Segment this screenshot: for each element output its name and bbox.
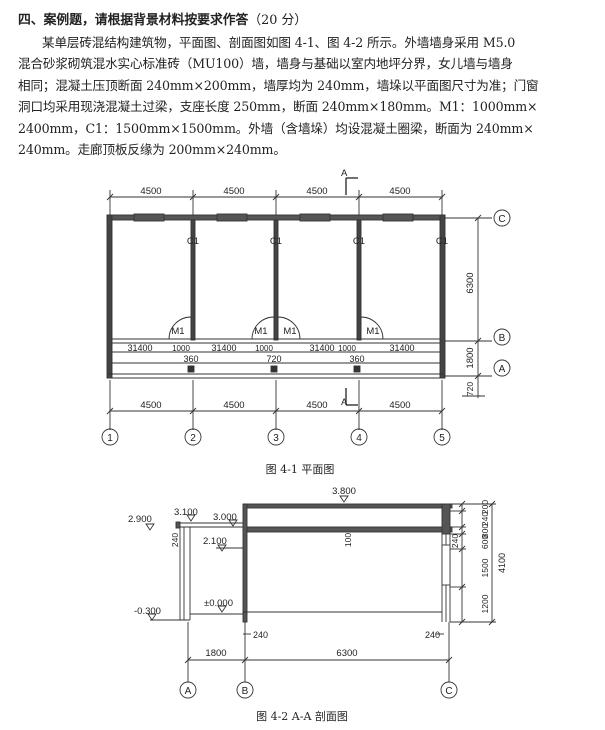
pier-dim: 360 — [183, 354, 198, 364]
inner-dim: 1000 — [338, 344, 356, 353]
question-line: 240mm。走廊顶板反缘为 200mm×240mm。 — [18, 142, 286, 157]
elevation-label: 3.100 — [174, 507, 198, 518]
dim-label: 4500 — [389, 186, 410, 197]
section-caption: 图 4-2 A-A 剖面图 — [256, 709, 348, 723]
total-height: 4100 — [497, 553, 507, 573]
wall-dim: 240 — [253, 630, 268, 640]
height-dim: 800 — [480, 524, 490, 538]
axis-label: B — [499, 333, 506, 344]
axis-label: A — [499, 364, 506, 375]
section-mark-label: A — [341, 397, 348, 408]
dim-label: 4500 — [223, 186, 244, 197]
inner-dim: 31400 — [211, 343, 236, 353]
question-score: （20 分） — [248, 13, 308, 28]
pier-dim: 720 — [266, 354, 281, 364]
question-line: 洞口均采用现浇混凝土过梁，支座长度 250mm，断面 240mm×180mm。M… — [18, 99, 538, 114]
axis-label: 5 — [439, 433, 445, 444]
axis-label: 4 — [356, 433, 362, 444]
dim-label: 6300 — [465, 272, 476, 293]
inner-dim: 1000 — [172, 344, 190, 353]
axis-bubble — [179, 681, 197, 699]
door-label: M1 — [366, 326, 379, 337]
elevation-label: 2.900 — [128, 514, 152, 525]
axis-label: 1 — [107, 433, 113, 444]
height-dim: 600 — [480, 535, 490, 549]
axis-bubble — [350, 428, 368, 446]
height-dim: 240 — [480, 512, 490, 526]
inner-dim: 31400 — [127, 343, 152, 353]
axis-label: 3 — [273, 433, 279, 444]
elevation-label: ±0.000 — [204, 598, 233, 609]
axis-bubble — [440, 681, 458, 699]
window-label: C1 — [436, 236, 448, 247]
dim-label: 4500 — [306, 186, 327, 197]
elevation-label: -0.300 — [134, 606, 161, 617]
section-drawing — [145, 495, 496, 699]
dim-label: 720 — [465, 382, 475, 396]
dim-label: 4500 — [306, 400, 327, 411]
dim-label: 4500 — [140, 186, 161, 197]
elevation-label: 2.100 — [203, 536, 227, 547]
axis-label: A — [185, 686, 192, 697]
question-text: 四、案例题，请根据背景材料按要求作答（20 分） 某单层砖混结构建筑物，平面图、… — [18, 10, 590, 161]
question-line: 2400mm，C1：1500mm×1500mm。外墙（含墙垛）均设混凝土圈梁，断… — [18, 120, 534, 136]
axis-bubble — [433, 428, 451, 446]
dim-label: 4500 — [140, 400, 161, 411]
door-label: M1 — [254, 326, 267, 337]
question-heading: 四、案例题，请根据背景材料按要求作答（20 分） — [18, 13, 308, 28]
section-mark-label: A — [341, 168, 348, 179]
wall-dim: 240 — [450, 534, 460, 548]
window-label: C1 — [187, 236, 199, 247]
axis-bubble — [184, 428, 202, 446]
floor-plan — [101, 177, 511, 446]
question-line: 混合砂浆砌筑混水实心标准砖（MU100）墙，墙身与基础以室内地坪分界，女儿墙与墙… — [18, 56, 513, 71]
axis-label: 2 — [190, 433, 196, 444]
slab-thickness-label: 100 — [343, 533, 353, 547]
elevation-label: 3.800 — [332, 486, 356, 497]
dim-label: 4500 — [223, 400, 244, 411]
axis-bubble — [236, 681, 254, 699]
axis-bubble — [101, 428, 119, 446]
wall-dim: 240 — [170, 533, 180, 547]
question-paragraph: 某单层砖混结构建筑物，平面图、剖面图如图 4-1、图 4-2 所示。外墙墙身采用… — [18, 32, 590, 161]
question-line: 相同；混凝土压顶断面 240mm×200mm，墙厚均为 240mm，墙垛以平面图… — [18, 77, 539, 93]
elevation-label: 3.000 — [213, 512, 237, 523]
window-label: C1 — [353, 236, 365, 247]
axis-bubble — [493, 328, 511, 346]
pier-dim: 360 — [349, 354, 364, 364]
axis-label: C — [445, 686, 452, 697]
dim-label: 4500 — [389, 400, 410, 411]
door-label: M1 — [171, 326, 184, 337]
dim-label: 6300 — [336, 648, 357, 659]
axis-bubble — [493, 209, 511, 227]
inner-dim: 31400 — [309, 343, 334, 353]
dim-label: 1800 — [465, 347, 476, 368]
inner-dim: 31400 — [389, 343, 414, 353]
inner-dim: 1000 — [255, 344, 273, 353]
axis-label: B — [242, 686, 249, 697]
wall-dim: 240 — [425, 630, 440, 640]
window-label: C1 — [270, 236, 282, 247]
height-dim: 1500 — [480, 558, 490, 577]
question-line: 某单层砖混结构建筑物，平面图、剖面图如图 4-1、图 4-2 所示。外墙墙身采用… — [42, 34, 516, 50]
axis-bubble — [493, 359, 511, 377]
axis-bubble — [267, 428, 285, 446]
axis-label: C — [498, 214, 505, 225]
dim-label: 1800 — [205, 648, 226, 659]
height-dim: 1200 — [480, 594, 490, 613]
plan-caption: 图 4-1 平面图 — [266, 463, 335, 476]
height-dim: 200 — [480, 500, 490, 514]
door-label: M1 — [283, 326, 296, 337]
